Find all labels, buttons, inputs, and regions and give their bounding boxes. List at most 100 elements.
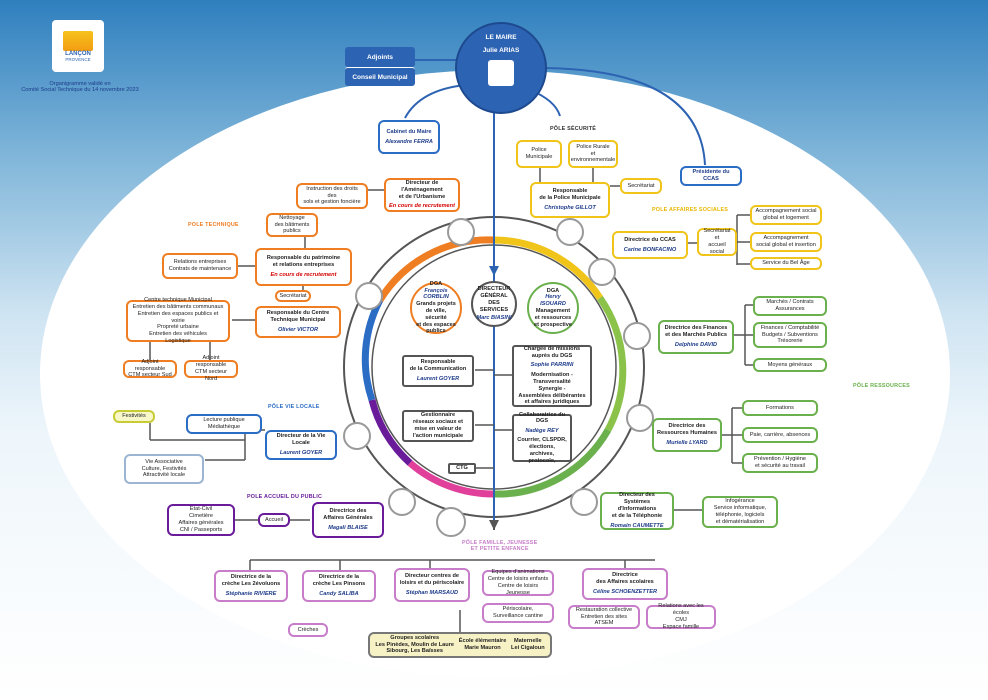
com-title: Responsable de la Communication: [409, 359, 467, 373]
secretariat-accueil-box: Secrétariat et accueil social: [697, 228, 737, 256]
bel-age-box: Service du Bel Âge: [750, 257, 822, 270]
caption-line-1: Organigramme validé en: [49, 81, 111, 87]
dir-amenagement-recrut: En cours de recrutement: [389, 203, 455, 210]
pole-ressources-label: PÔLE RESSOURCES: [853, 383, 910, 389]
maire-name: Julie ARIAS: [482, 47, 520, 54]
resp-police-box: Responsable de la Police Municipale Chri…: [530, 182, 610, 218]
bubble-technique-top: [447, 218, 475, 246]
creche2-name: Candy SALIBA: [319, 590, 359, 597]
dga2-title: DGA: [546, 287, 560, 294]
pole-technique-label: POLE TECHNIQUE: [188, 222, 239, 228]
dir-rh-title: Directrice des Ressources Humaines: [657, 423, 718, 437]
bubble-ressources-1: [623, 322, 651, 350]
bubble-securite: [556, 218, 584, 246]
maire-circle: LE MAIRE Julie ARIAS: [455, 22, 547, 114]
dir-ccas-name: Carine BONFACINO: [623, 246, 677, 253]
dir-si-box: Directeur des Systèmes d'Informations et…: [600, 492, 674, 530]
police-municipale-box: Police Municipale: [516, 140, 562, 168]
dgs-box: DIRECTEUR GÉNÉRAL DES SERVICES Marc BIAS…: [471, 281, 517, 327]
pole-securite-label: PÔLE SÉCURITÉ: [550, 126, 597, 132]
mission-name: Sophie PARRINI: [530, 362, 574, 369]
creche1-box: Directrice de la crèche Les 2évoluons St…: [214, 570, 288, 602]
loisirs-title: Directeur centres de loisirs et du péris…: [399, 573, 465, 587]
ctm-box: Centre technique Municipal Entretien des…: [126, 297, 230, 344]
acc-insertion-box: Accompagnement social global et insertio…: [750, 232, 822, 252]
formations-box: Formations: [742, 400, 818, 416]
resp-police-title: Responsable de la Police Municipale: [539, 188, 601, 202]
dga1-box: DGA François CORBLIN Grands projets de v…: [410, 280, 462, 334]
pole-sociales-label: POLE AFFAIRES SOCIALES: [652, 207, 729, 213]
finances-box: Finances / Comptabilité Budgets / Subven…: [753, 322, 827, 348]
dir-vie-locale-title: Directeur de la Vie Locale: [276, 433, 326, 447]
maternelle-text: Maternelle Lei Cigaloun: [511, 638, 545, 651]
infogerance-box: Infogérance Service informatique, téléph…: [702, 496, 778, 528]
dga2-name: Hervy ISOUARD: [540, 294, 566, 308]
scolaires-name: Céline SCHOENZETTER: [592, 588, 658, 595]
bubble-sociales: [588, 258, 616, 286]
festivites-box: Festivités: [113, 410, 155, 423]
dir-finances-box: Directrice des Finances et des Marchés P…: [658, 320, 734, 354]
adjoints-box: Adjoints: [345, 47, 415, 67]
dga2-desc: Management et ressources et prospective: [534, 308, 572, 328]
mission-desc: Modernisation - Transversalité Synergie …: [518, 372, 586, 406]
dga1-title: DGA: [429, 280, 443, 287]
adj-sud-box: Adjoint responsable CTM secteur Sud: [123, 359, 177, 378]
collab-desc: Courrier, CLSPDR, élections, archives, p…: [517, 437, 567, 464]
com-name: Laurent GOYER: [416, 375, 460, 382]
mission-title: Chargée de missions auprès du DGS: [523, 345, 581, 359]
maire-logo-icon: [488, 60, 514, 86]
pole-famille-line-2: ET PETITE ENFANCE: [470, 546, 529, 552]
dir-ag-name: Magali BLAISE: [328, 524, 368, 531]
ccas-president-box: Présidente du CCAS: [680, 166, 742, 186]
dir-si-title: Directeur des Systèmes d'Informations et…: [611, 492, 663, 519]
etat-civil-box: Etat-Civil Cimetière Affaires générales …: [167, 504, 235, 536]
instruction-box: Instruction des droits des sols et gesti…: [296, 183, 368, 209]
bubble-famille: [436, 507, 466, 537]
cabinet-box: Cabinet du Maire Alexandre FERRA: [378, 120, 440, 154]
bubble-accueil: [388, 488, 416, 516]
paie-box: Paie, carrière, absences: [742, 427, 818, 443]
conseil-box: Conseil Municipal: [345, 67, 415, 86]
creche2-box: Directrice de la crèche Les Pinsons Cand…: [302, 570, 376, 602]
acc-logement-box: Accompagnement social global et logement: [750, 205, 822, 225]
dir-vie-locale-name: Laurent GOYER: [279, 449, 323, 456]
groupes-scolaires-box: Groupes scolaires Les Pinèdes, Moulin de…: [368, 632, 552, 658]
dga2-box: DGA Hervy ISOUARD Management et ressourc…: [527, 282, 579, 334]
logo-sun-icon: [63, 30, 93, 51]
dir-rh-box: Directrice des Ressources Humaines Murie…: [652, 418, 722, 452]
accueil-box: Accueil: [258, 513, 290, 527]
resp-ctm-box: Responsable du Centre Technique Municipa…: [255, 306, 341, 338]
dir-amenagement-box: Directeur de l'Aménagement et de l'Urban…: [384, 178, 460, 212]
relations-entreprises-box: Relations entreprises Contrats de mainte…: [162, 253, 238, 279]
cabinet-title: Cabinet du Maire: [386, 128, 432, 135]
equipes-box: Equipes d'animations Centre de loisirs e…: [482, 569, 554, 596]
lecture-box: Lecture publique Médiathèque: [186, 414, 262, 434]
dir-ccas-title: Directrice du CCAS: [624, 236, 676, 243]
bubble-vie-locale: [343, 422, 371, 450]
relations-ecoles-box: Relations avec les écoles CMJ Espace fam…: [646, 603, 716, 630]
adj-nord-box: Adjoint responsable CTM secteur Nord: [184, 355, 238, 382]
dir-ccas-box: Directrice du CCAS Carine BONFACINO: [612, 231, 688, 259]
police-rurale-box: Police Rurale et environnementale: [568, 140, 618, 168]
maire-title: LE MAIRE: [485, 34, 517, 41]
collab-name: Nadège REY: [525, 428, 559, 435]
logo-sub: PROVENCE: [65, 56, 91, 62]
pole-accueil-label: POLE ACCUEIL DU PUBLIC: [247, 494, 323, 500]
resp-police-name: Christophe GILLOT: [544, 204, 596, 211]
dir-affaires-generales-box: Directrice des Affaires Générales Magali…: [312, 502, 384, 538]
elementaire-text: École élémentaire Marie Mauron: [458, 638, 507, 651]
creches-box: Crèches: [288, 623, 328, 637]
technique-secretariat-box: Secrétariat: [275, 290, 311, 302]
bubble-technique: [355, 282, 383, 310]
dir-amenagement-title: Directeur de l'Aménagement et de l'Urban…: [398, 179, 446, 200]
vie-associative-box: Vie Associative Culture, Festivités Attr…: [124, 454, 204, 484]
dir-ag-title: Directrice des Affaires Générales: [323, 508, 373, 522]
prevention-box: Prévention / Hygiène et sécurité au trav…: [742, 453, 818, 473]
caption-line-2: Comité Social Technique du 14 novembre 2…: [21, 87, 139, 93]
mission-box: Chargée de missions auprès du DGS Sophie…: [512, 345, 592, 407]
creche1-title: Directrice de la crèche Les 2évoluons: [221, 574, 281, 588]
gestionnaire-box: Gestionnaire réseaux sociaux et mise en …: [402, 410, 474, 442]
groupes-text: Groupes scolaires Les Pinèdes, Moulin de…: [375, 634, 454, 655]
